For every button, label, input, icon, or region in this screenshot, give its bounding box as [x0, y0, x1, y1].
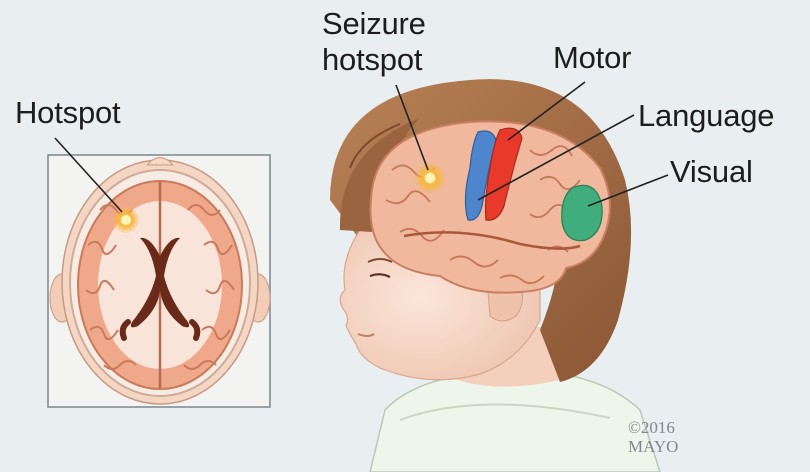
visual-label: Visual: [670, 154, 753, 190]
copyright-year: ©2016: [628, 418, 678, 437]
visual-region: [562, 185, 602, 240]
copyright: ©2016 MAYO: [628, 418, 678, 456]
motor-label: Motor: [553, 40, 631, 76]
hotspot-label: Hotspot: [15, 95, 120, 131]
seizure-label-line1: Seizure: [322, 6, 426, 42]
axial-brain-panel: [48, 155, 270, 407]
language-label: Language: [638, 98, 774, 134]
copyright-owner: MAYO: [628, 437, 678, 456]
seizure-label-line2: hotspot: [322, 42, 422, 78]
